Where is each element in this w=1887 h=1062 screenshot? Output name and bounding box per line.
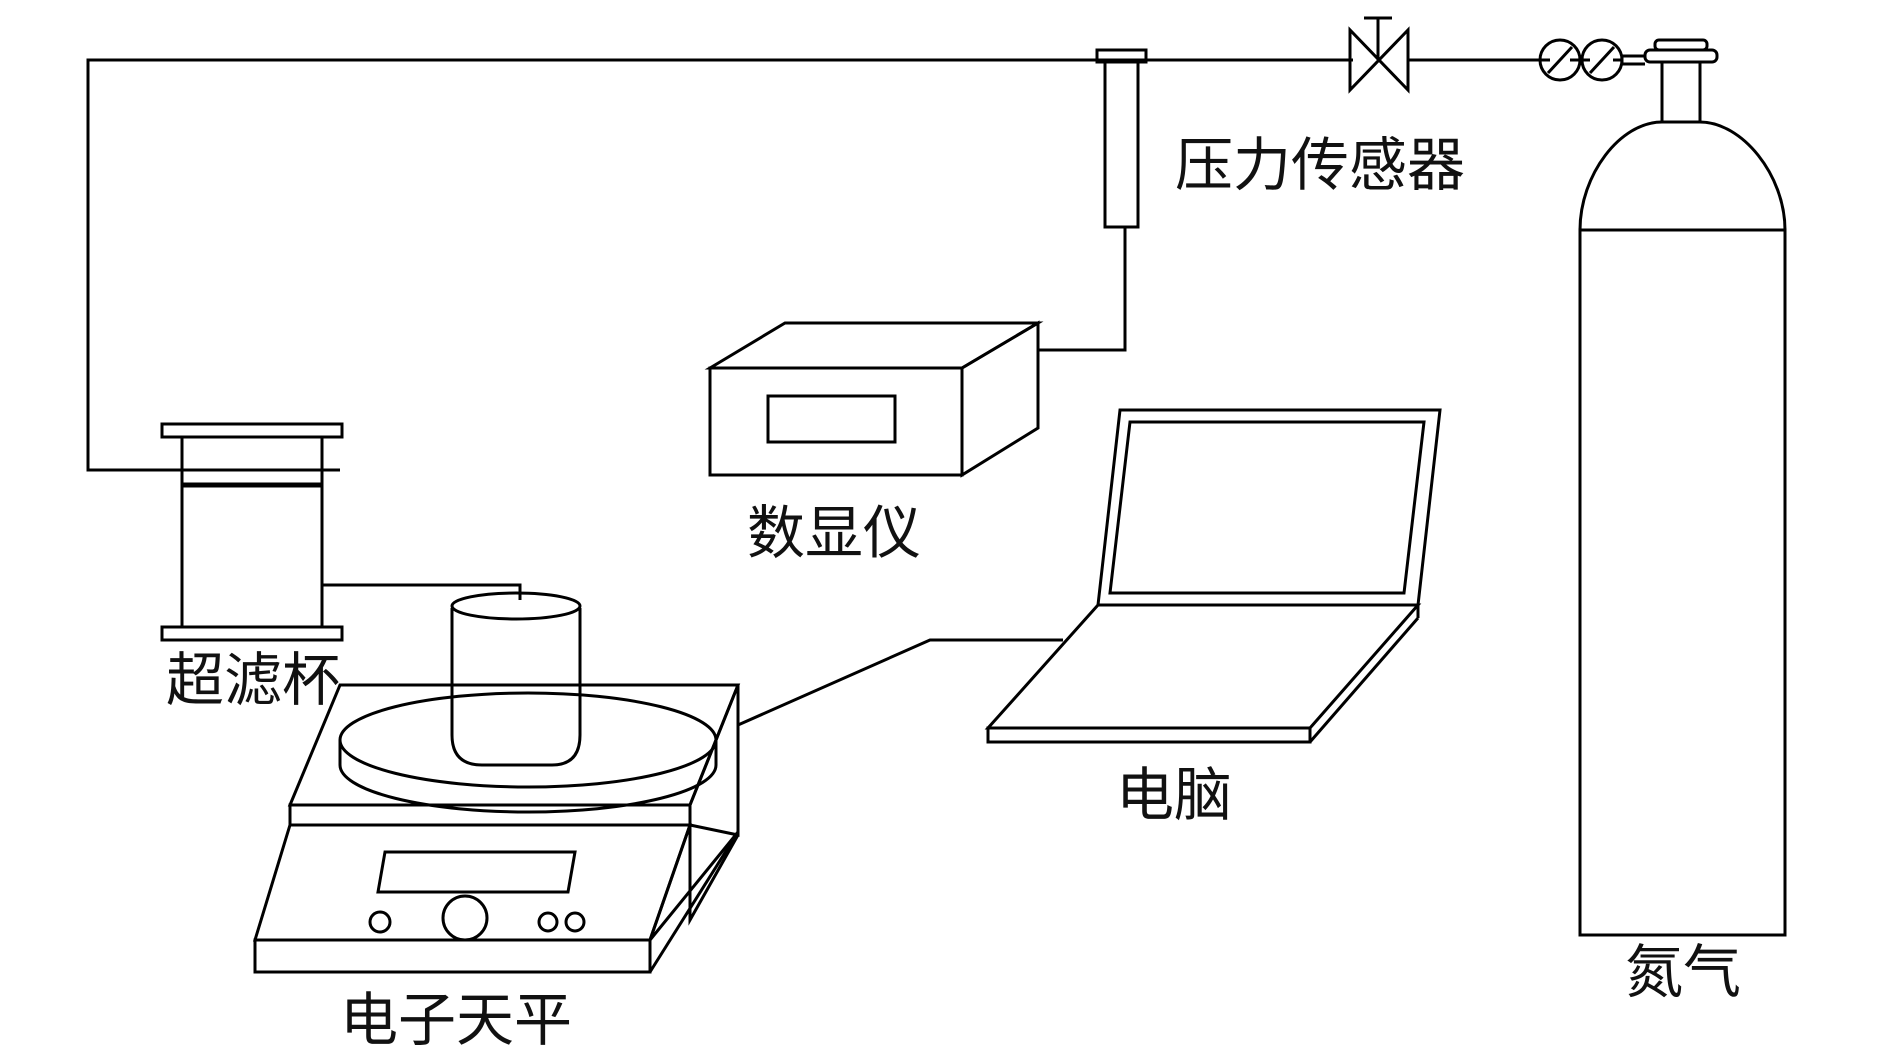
electronic-balance bbox=[252, 683, 741, 974]
digital-display-label: 数显仪 bbox=[747, 499, 921, 567]
pressure-sensor-label: 压力传感器 bbox=[1175, 131, 1465, 199]
filtrate-outlet-tube bbox=[322, 583, 522, 600]
pressure-gauge-icon bbox=[1538, 38, 1582, 82]
laptop-computer bbox=[984, 408, 1442, 744]
valve-icon bbox=[1348, 16, 1410, 94]
ultrafiltration-cup-label: 超滤杯 bbox=[166, 646, 340, 714]
nitrogen-label: 氮气 bbox=[1625, 938, 1741, 1006]
data-cable bbox=[737, 638, 1063, 727]
digital-display-meter bbox=[704, 320, 1044, 478]
electronic-balance-label: 电子天平 bbox=[340, 986, 572, 1054]
collection-beaker bbox=[450, 591, 582, 767]
ultrafiltration-cup bbox=[160, 422, 344, 642]
computer-label: 电脑 bbox=[1116, 761, 1232, 829]
nitrogen-cylinder bbox=[1578, 38, 1787, 937]
pressure-sensor bbox=[1095, 48, 1148, 229]
signal-cable bbox=[1038, 227, 1127, 352]
